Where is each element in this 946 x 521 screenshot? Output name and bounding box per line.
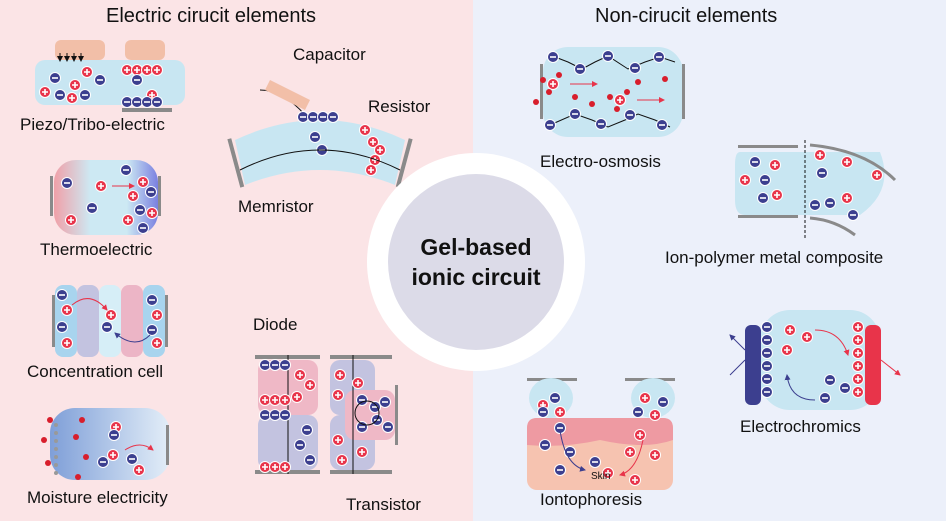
ipmc-label: Ion-polymer metal composite bbox=[665, 248, 884, 267]
hub-title: Gel-based ionic circuit bbox=[411, 232, 540, 292]
memristor-label: Memristor bbox=[238, 197, 314, 216]
left-section-title: Electric cirucit elements bbox=[106, 5, 317, 27]
skin-label: Skin bbox=[591, 471, 611, 482]
transistor-label: Transistor bbox=[346, 495, 421, 514]
right-section-title: Non-cirucit elements bbox=[595, 5, 778, 27]
thermoelectric-figure bbox=[50, 160, 161, 235]
moisture-electricity-label: Moisture electricity bbox=[27, 488, 168, 507]
hub-title-line2: ionic circuit bbox=[411, 264, 541, 290]
capacitor-resistor-memristor-figure bbox=[227, 80, 413, 188]
concentration-cell-figure bbox=[52, 285, 168, 357]
central-hub: Gel-based ionic circuit bbox=[367, 153, 585, 371]
iontophoresis-figure bbox=[527, 378, 675, 490]
electrochromics-figure bbox=[730, 310, 901, 410]
ipmc-figure bbox=[735, 140, 897, 240]
iontophoresis-label: Iontophoresis bbox=[540, 490, 643, 509]
capacitor-label: Capacitor bbox=[293, 45, 366, 64]
moisture-electricity-figure bbox=[41, 408, 170, 480]
piezo-tribo-figure bbox=[35, 40, 185, 112]
diode-label: Diode bbox=[253, 315, 298, 334]
diode-transistor-figure bbox=[255, 355, 398, 474]
electro-osmosis-figure bbox=[533, 47, 685, 137]
resistor-label: Resistor bbox=[368, 97, 431, 116]
piezo-tribo-label: Piezo/Tribo-electric bbox=[20, 115, 165, 134]
electrochromics-label: Electrochromics bbox=[740, 417, 861, 436]
concentration-cell-label: Concentration cell bbox=[27, 362, 164, 381]
electro-osmosis-label: Electro-osmosis bbox=[540, 152, 661, 171]
thermoelectric-label: Thermoelectric bbox=[40, 240, 153, 259]
hub-title-line1: Gel-based bbox=[420, 234, 532, 260]
hub-inner-circle: Gel-based ionic circuit bbox=[388, 174, 564, 350]
